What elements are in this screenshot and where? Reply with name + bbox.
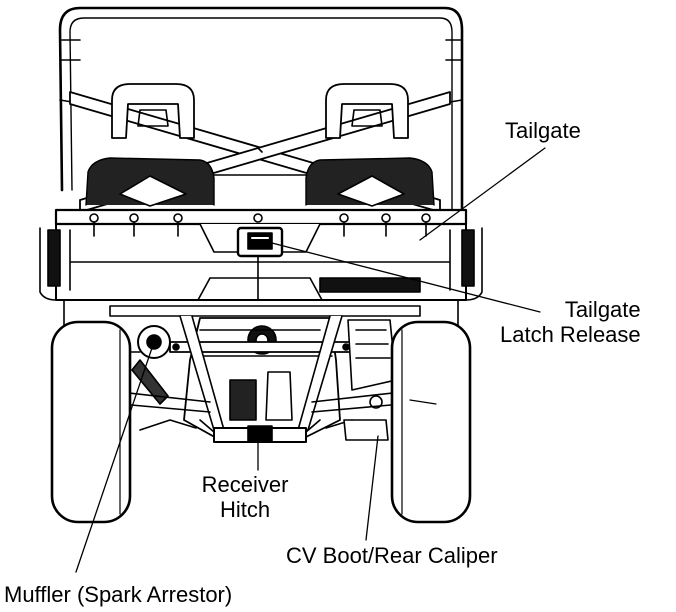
- callout-muffler-text: Muffler (Spark Arrestor): [4, 582, 233, 607]
- callout-tailgate: Tailgate: [505, 118, 581, 143]
- callout-cv-text: CV Boot/Rear Caliper: [286, 543, 498, 568]
- callout-latch-line2: Latch Release: [500, 322, 641, 347]
- callout-tailgate-text: Tailgate: [505, 118, 581, 143]
- callout-hitch-line2: Hitch: [219, 497, 271, 522]
- callout-cv-boot-rear-caliper: CV Boot/Rear Caliper: [286, 543, 498, 568]
- callout-tailgate-latch-release: Tailgate Latch Release: [500, 297, 641, 347]
- tailgate: [54, 208, 468, 301]
- leader-lines: [75, 147, 546, 573]
- callout-hitch-line1: Receiver: [201, 472, 289, 497]
- callout-receiver-hitch: Receiver Hitch: [180, 472, 310, 522]
- callout-latch-line1: Tailgate: [564, 297, 641, 322]
- callout-muffler: Muffler (Spark Arrestor): [4, 582, 232, 607]
- undercarriage: [63, 299, 459, 443]
- headrests: [111, 83, 409, 139]
- seat-backs: [85, 157, 435, 207]
- tail-lights: [39, 227, 483, 301]
